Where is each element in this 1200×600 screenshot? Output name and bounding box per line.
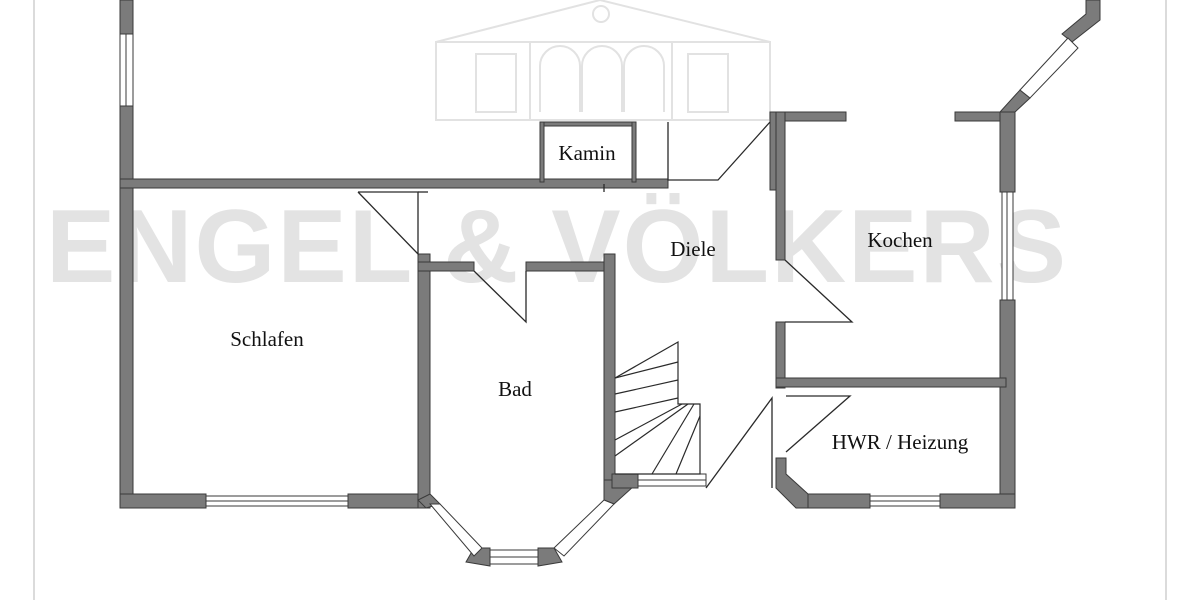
windows [119, 33, 1079, 565]
walls [119, 0, 1101, 567]
watermark-text: ENGEL & VÖLKERS [46, 189, 1068, 305]
watermark-logo [435, 0, 771, 121]
doors [357, 121, 854, 489]
room-label-diele: Diele [670, 237, 715, 261]
room-label-kamin: Kamin [558, 141, 616, 165]
room-label-schlafen: Schlafen [230, 327, 304, 351]
room-label-hwr: HWR / Heizung [832, 430, 969, 454]
room-label-bad: Bad [498, 377, 532, 401]
room-label-kochen: Kochen [867, 228, 933, 252]
page-frame [33, 0, 1167, 600]
staircase [614, 340, 701, 475]
